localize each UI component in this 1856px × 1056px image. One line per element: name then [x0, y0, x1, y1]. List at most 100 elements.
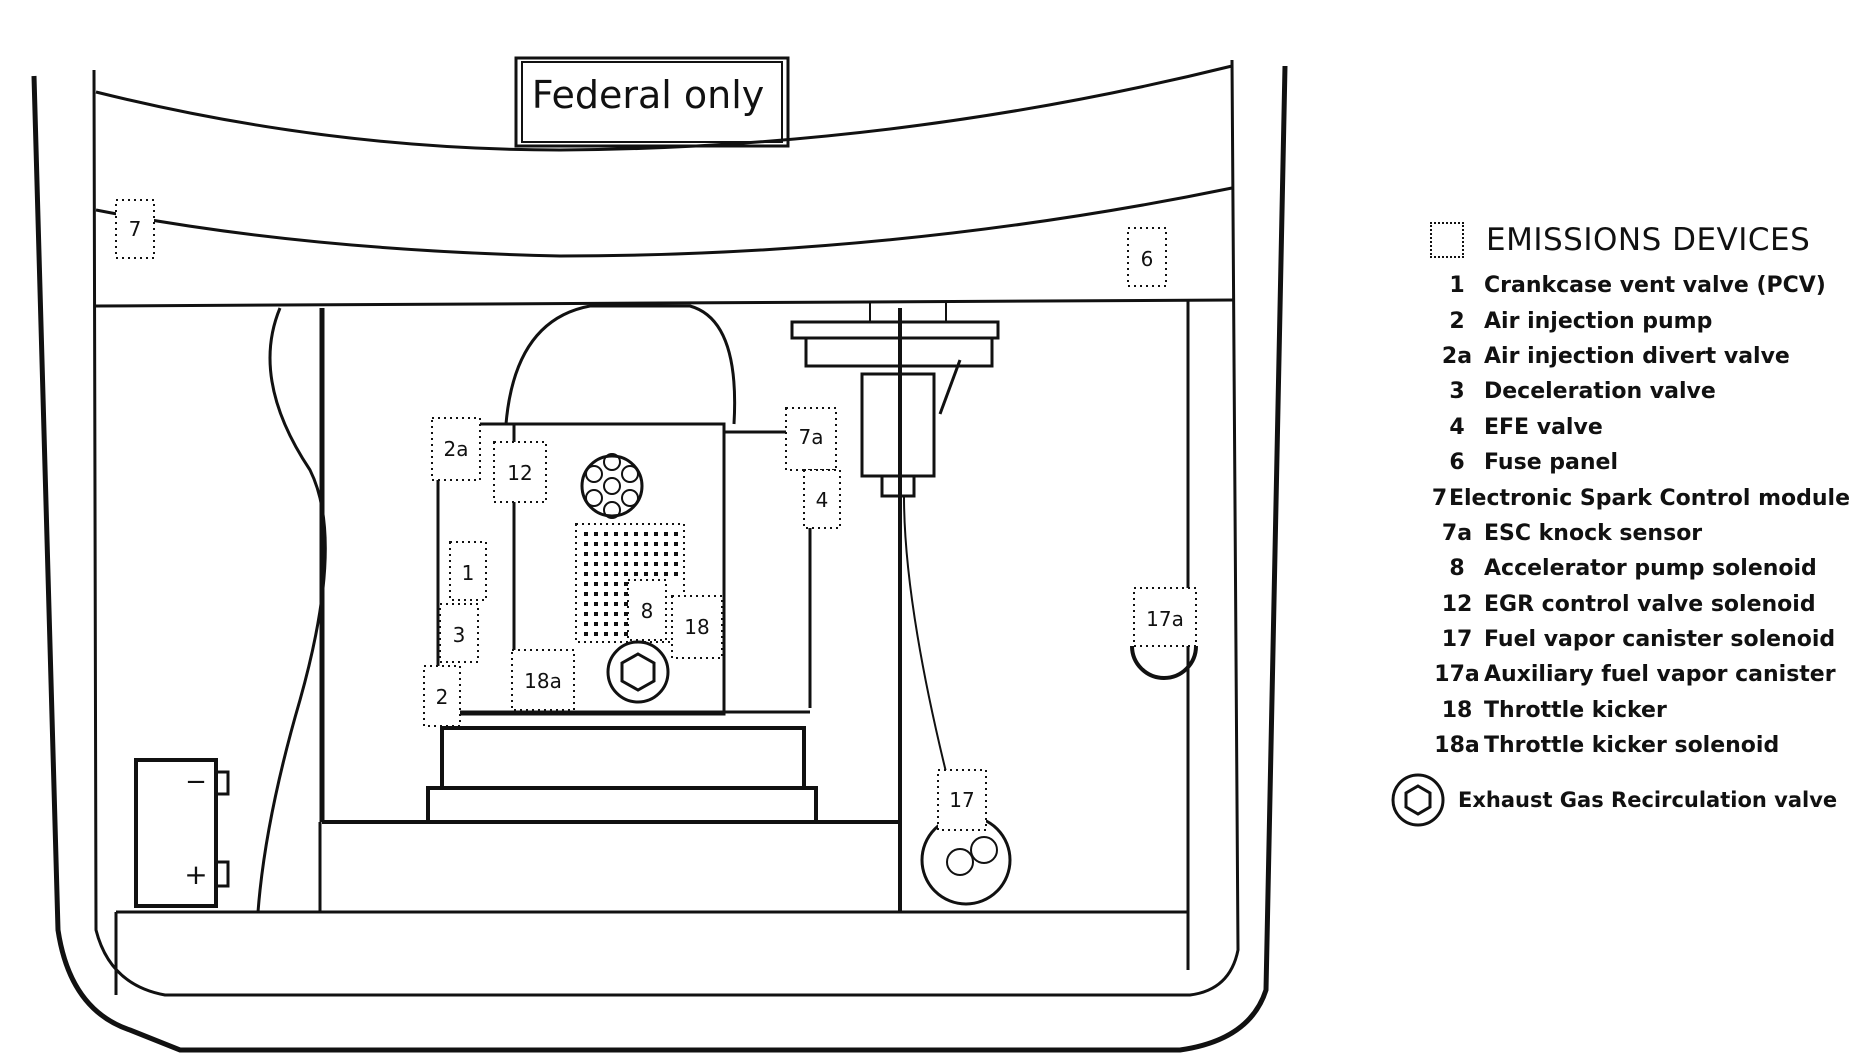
- strut-top-plate: [790, 320, 1000, 340]
- legend-item-code: 7a: [1441, 520, 1473, 546]
- carburetor-dot: [594, 612, 598, 616]
- canister-port-a: [946, 848, 974, 876]
- carburetor-dot: [594, 632, 598, 636]
- carburetor-dot: [584, 572, 588, 576]
- carburetor-dot: [614, 532, 618, 536]
- legend-item-label: Fuel vapor canister solenoid: [1484, 627, 1836, 653]
- carburetor-dot: [664, 532, 668, 536]
- carburetor-dot: [664, 572, 668, 576]
- marker-2: 2: [423, 665, 461, 727]
- carburetor: [575, 523, 685, 643]
- legend-item-label: Deceleration valve: [1484, 379, 1716, 405]
- distributor-terminal: [603, 501, 621, 519]
- carburetor-dot: [664, 562, 668, 566]
- battery-neg-post: [214, 770, 230, 796]
- legend-item-label: Electronic Spark Control module: [1448, 485, 1850, 511]
- carburetor-dot: [594, 582, 598, 586]
- grille-upper: [95, 64, 1233, 152]
- marker-12: 12: [493, 441, 547, 503]
- carburetor-dot: [614, 602, 618, 606]
- legend-title: EMISSIONS DEVICES: [1486, 222, 1811, 258]
- carburetor-dot: [654, 572, 658, 576]
- marker-8: 8: [627, 579, 667, 641]
- carburetor-dot: [594, 592, 598, 596]
- legend-item-code: 1: [1449, 273, 1465, 299]
- battery: [134, 758, 218, 908]
- legend-item-label: Accelerator pump solenoid: [1484, 556, 1817, 582]
- legend-item-label: Air injection pump: [1484, 308, 1713, 334]
- body-outline: [31, 65, 1288, 1053]
- carburetor-dot: [604, 532, 608, 536]
- left-inner-fender: [256, 307, 327, 913]
- carburetor-dot: [594, 572, 598, 576]
- carburetor-dot: [604, 592, 608, 596]
- carburetor-dot: [604, 562, 608, 566]
- carburetor-dot: [654, 542, 658, 546]
- carburetor-dot: [644, 542, 648, 546]
- legend-item-label: EFE valve: [1484, 414, 1603, 440]
- legend-item-code: 18: [1441, 697, 1473, 723]
- legend-item-code: 7: [1431, 485, 1448, 511]
- carburetor-dot: [604, 602, 608, 606]
- carburetor-dot: [624, 612, 628, 616]
- carburetor-dot: [584, 552, 588, 556]
- marker-18a-label: 18a: [524, 669, 562, 693]
- federal-label: Federal only: [532, 73, 765, 117]
- distributor-terminal: [621, 465, 639, 483]
- marker-18: 18: [671, 595, 723, 659]
- carburetor-dot: [614, 622, 618, 626]
- carburetor-dot: [604, 582, 608, 586]
- carburetor-dot: [654, 562, 658, 566]
- carburetor-dot: [584, 622, 588, 626]
- distributor-terminal: [585, 489, 603, 507]
- egr-valve-icon: [1391, 773, 1445, 827]
- carburetor-dot: [584, 602, 588, 606]
- carburetor-dot: [644, 552, 648, 556]
- carburetor-dot: [634, 572, 638, 576]
- legend-item-code: 8: [1449, 556, 1465, 582]
- marker-3-label: 3: [453, 623, 466, 647]
- carburetor-dot: [614, 572, 618, 576]
- carburetor-dot: [634, 552, 638, 556]
- carburetor-dot: [584, 592, 588, 596]
- carburetor-dot: [654, 552, 658, 556]
- carburetor-dot: [604, 542, 608, 546]
- carburetor-dot: [674, 532, 678, 536]
- distributor-center: [603, 477, 621, 495]
- intake-base: [426, 786, 818, 824]
- carburetor-dot: [614, 592, 618, 596]
- carburetor-dot: [624, 582, 628, 586]
- marker-2a: 2a: [431, 417, 481, 481]
- carburetor-dot: [614, 612, 618, 616]
- carburetor-dot: [594, 562, 598, 566]
- marker-12-label: 12: [507, 461, 532, 485]
- carburetor-dot: [634, 562, 638, 566]
- carburetor-dot: [624, 532, 628, 536]
- carburetor-dot: [644, 532, 648, 536]
- legend-item-code: 6: [1449, 450, 1465, 476]
- carburetor-dot: [594, 542, 598, 546]
- strut-bracket: [938, 359, 962, 415]
- carburetor-dot: [624, 552, 628, 556]
- air-cleaner-dome: [504, 304, 737, 425]
- carburetor-dot: [614, 632, 618, 636]
- battery-pos-label: +: [184, 858, 207, 891]
- marker-8-label: 8: [641, 599, 654, 623]
- carburetor-dot: [614, 542, 618, 546]
- marker-17a: 17a: [1133, 587, 1197, 647]
- carburetor-dot: [674, 542, 678, 546]
- egr-legend-row: Exhaust Gas Recirculation valve: [1390, 772, 1837, 828]
- legend-item-label: Auxiliary fuel vapor canister: [1484, 662, 1836, 688]
- distributor: [580, 454, 644, 518]
- legend-item-label: Air injection divert valve: [1484, 343, 1790, 369]
- egr-valve-hex: [620, 652, 656, 692]
- grille-lower: [95, 186, 1233, 258]
